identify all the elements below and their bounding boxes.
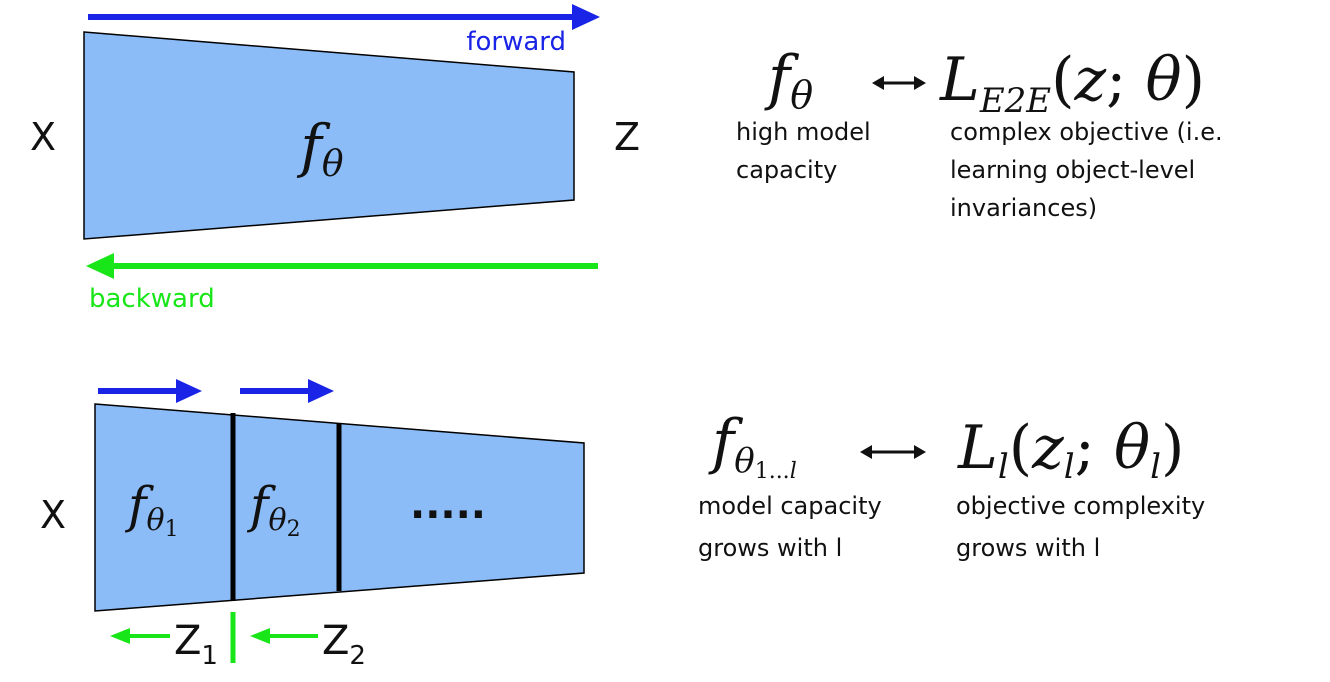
forward-arrow: [88, 4, 600, 30]
top-equation: fθ LE2E(z; θ) high model capacity comple…: [736, 43, 1230, 222]
top-eq-double-arrow: [872, 76, 926, 90]
bottom-eq-double-arrow: [860, 445, 926, 459]
top-eq-lhs: fθ: [764, 43, 813, 117]
bottom-diagram: fθ1 fθ2 ..... X Z1 Z2: [40, 379, 585, 671]
forward-arrow-2: [240, 379, 334, 403]
bottom-lhs-caption: model capacity grows with l: [698, 492, 889, 562]
output-z-label: Z: [614, 115, 640, 159]
forward-label: forward: [466, 27, 566, 57]
backward-arrow-z1: [110, 628, 170, 644]
bottom-eq-rhs: Ll(zl; θl): [957, 413, 1184, 487]
forward-arrow-1: [98, 379, 202, 403]
top-lhs-caption: high model capacity: [736, 118, 878, 184]
encoder-block: [83, 31, 575, 240]
block3-label: .....: [410, 482, 486, 528]
backward-label: backward: [89, 284, 215, 314]
backward-arrow-z2: [250, 628, 318, 644]
bottom-equation: fθ1...l Ll(zl; θl) model capacity grows …: [698, 407, 1213, 562]
z2-label: Z2: [322, 618, 366, 671]
z1-label: Z1: [174, 618, 218, 671]
bottom-rhs-caption: objective complexity grows with l: [956, 492, 1213, 562]
input-x-label: X: [30, 115, 56, 159]
bottom-input-x-label: X: [40, 493, 66, 537]
bottom-eq-lhs: fθ1...l: [708, 407, 797, 484]
top-eq-rhs: LE2E(z; θ): [939, 45, 1205, 121]
top-rhs-caption: complex objective (i.e. learning object-…: [950, 118, 1230, 222]
backward-arrow: [86, 253, 598, 279]
top-diagram: forward fθ backward X Z: [30, 4, 640, 314]
